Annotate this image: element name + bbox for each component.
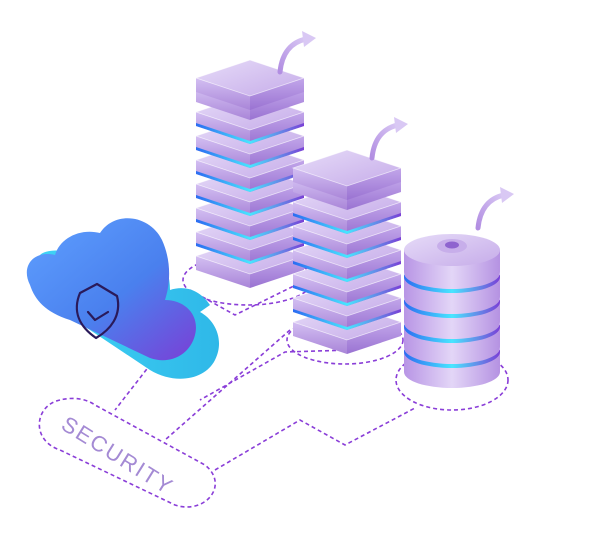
arrow-icon: [475, 187, 514, 231]
server-top-cap: [291, 149, 403, 200]
arrow-icon: [369, 117, 408, 161]
shield-check-icon: [75, 282, 120, 340]
cloud-icon: [26, 218, 220, 379]
security-label-pill: SECURITY: [38, 397, 217, 508]
database-light: [404, 298, 500, 318]
server-top-cap: [194, 59, 306, 110]
database-icon: [404, 234, 500, 388]
arrow-icon: [277, 31, 316, 75]
server-rack-icon: [291, 149, 403, 354]
database-cap-hole: [445, 241, 459, 249]
database-light: [404, 323, 500, 343]
database-light: [404, 348, 500, 368]
database-light: [404, 273, 500, 293]
server-rack-icon: [194, 59, 306, 288]
rack-middle-base: [286, 315, 404, 365]
